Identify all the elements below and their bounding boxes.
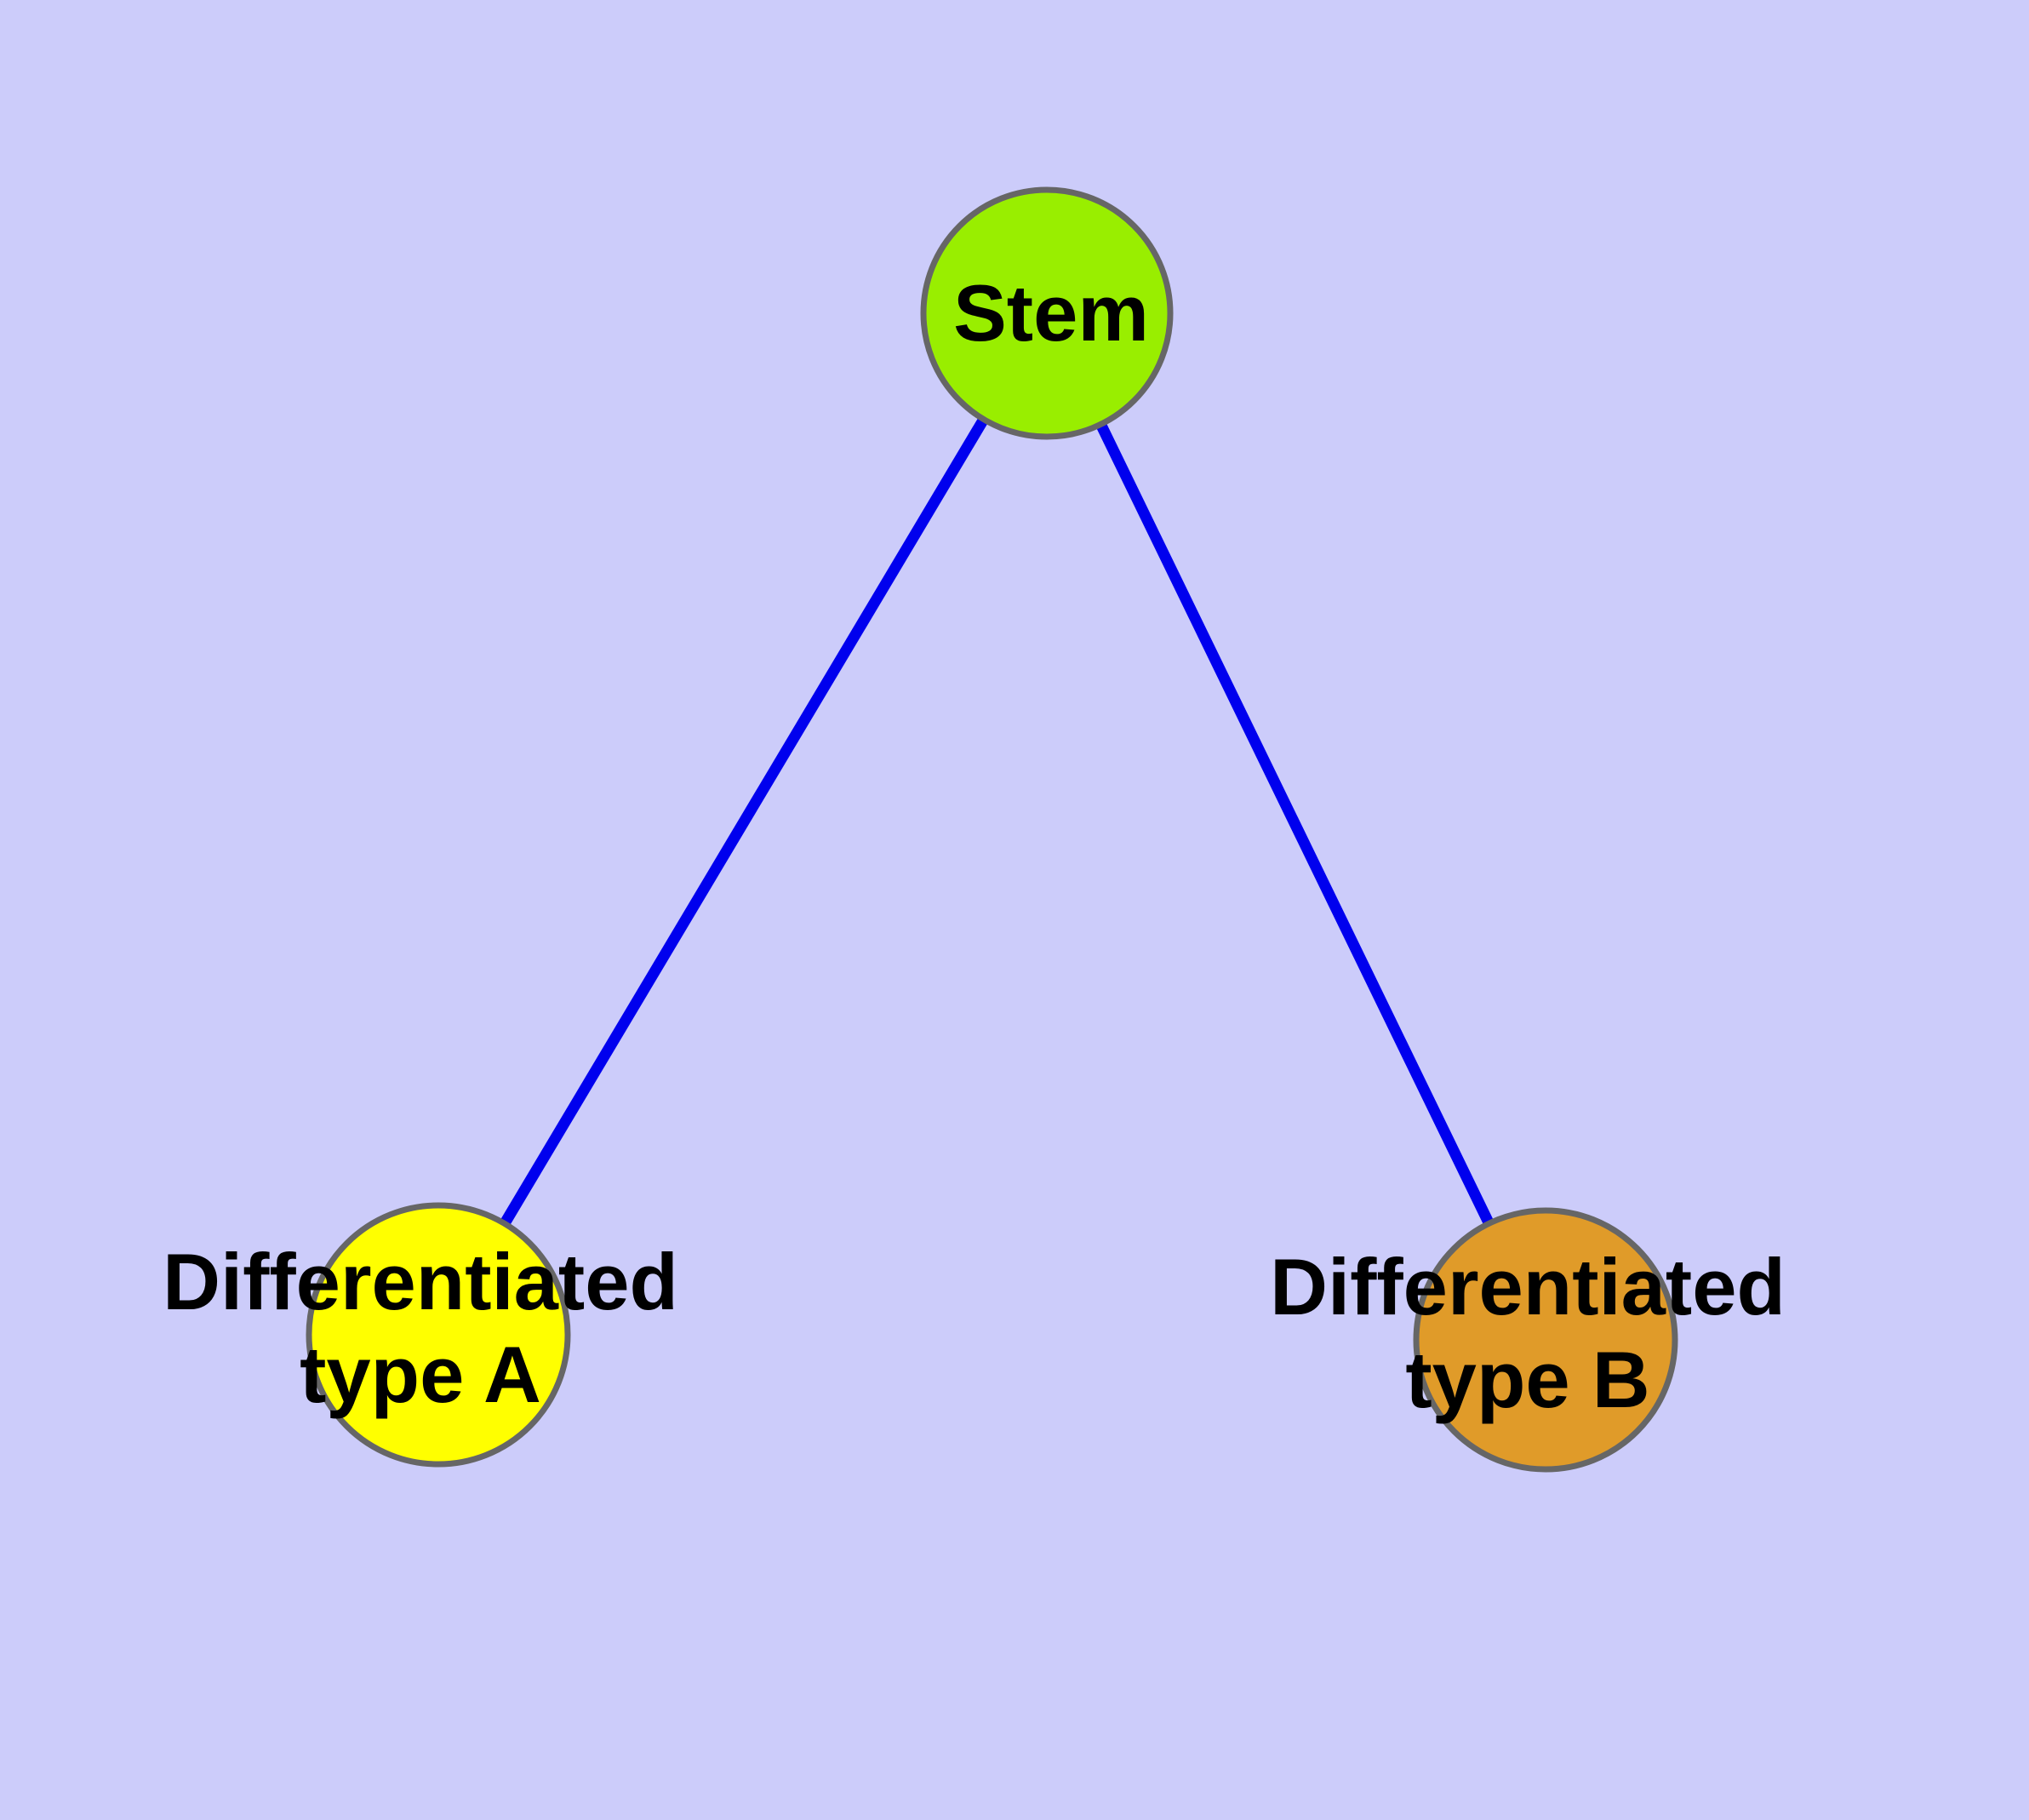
node-differentiated-type-a[interactable] (306, 1202, 571, 1468)
node-differentiated-type-b[interactable] (1413, 1207, 1678, 1473)
node-stem[interactable] (920, 186, 1174, 440)
node-differentiated-type-a-circle[interactable] (306, 1202, 571, 1468)
edge-layer (433, 310, 1551, 1342)
node-differentiated-type-a-label: Differentiated (163, 1237, 678, 1326)
node-differentiated-type-b-label-line2: type B (1405, 1335, 1649, 1424)
node-stem-circle[interactable] (920, 186, 1174, 440)
edge-stem-to-differentiated-type-b[interactable] (1042, 311, 1551, 1342)
node-differentiated-type-b-circle[interactable] (1413, 1207, 1678, 1473)
edge-stem-to-differentiated-type-a[interactable] (433, 310, 1052, 1338)
node-differentiated-type-b-label: Differentiated (1270, 1242, 1786, 1331)
label-layer: Stem Differentiated type A Differentiate… (163, 268, 1786, 1424)
node-layer (306, 186, 1678, 1473)
node-stem-label: Stem (953, 268, 1149, 358)
node-differentiated-type-a-label-line2: type A (300, 1330, 541, 1419)
